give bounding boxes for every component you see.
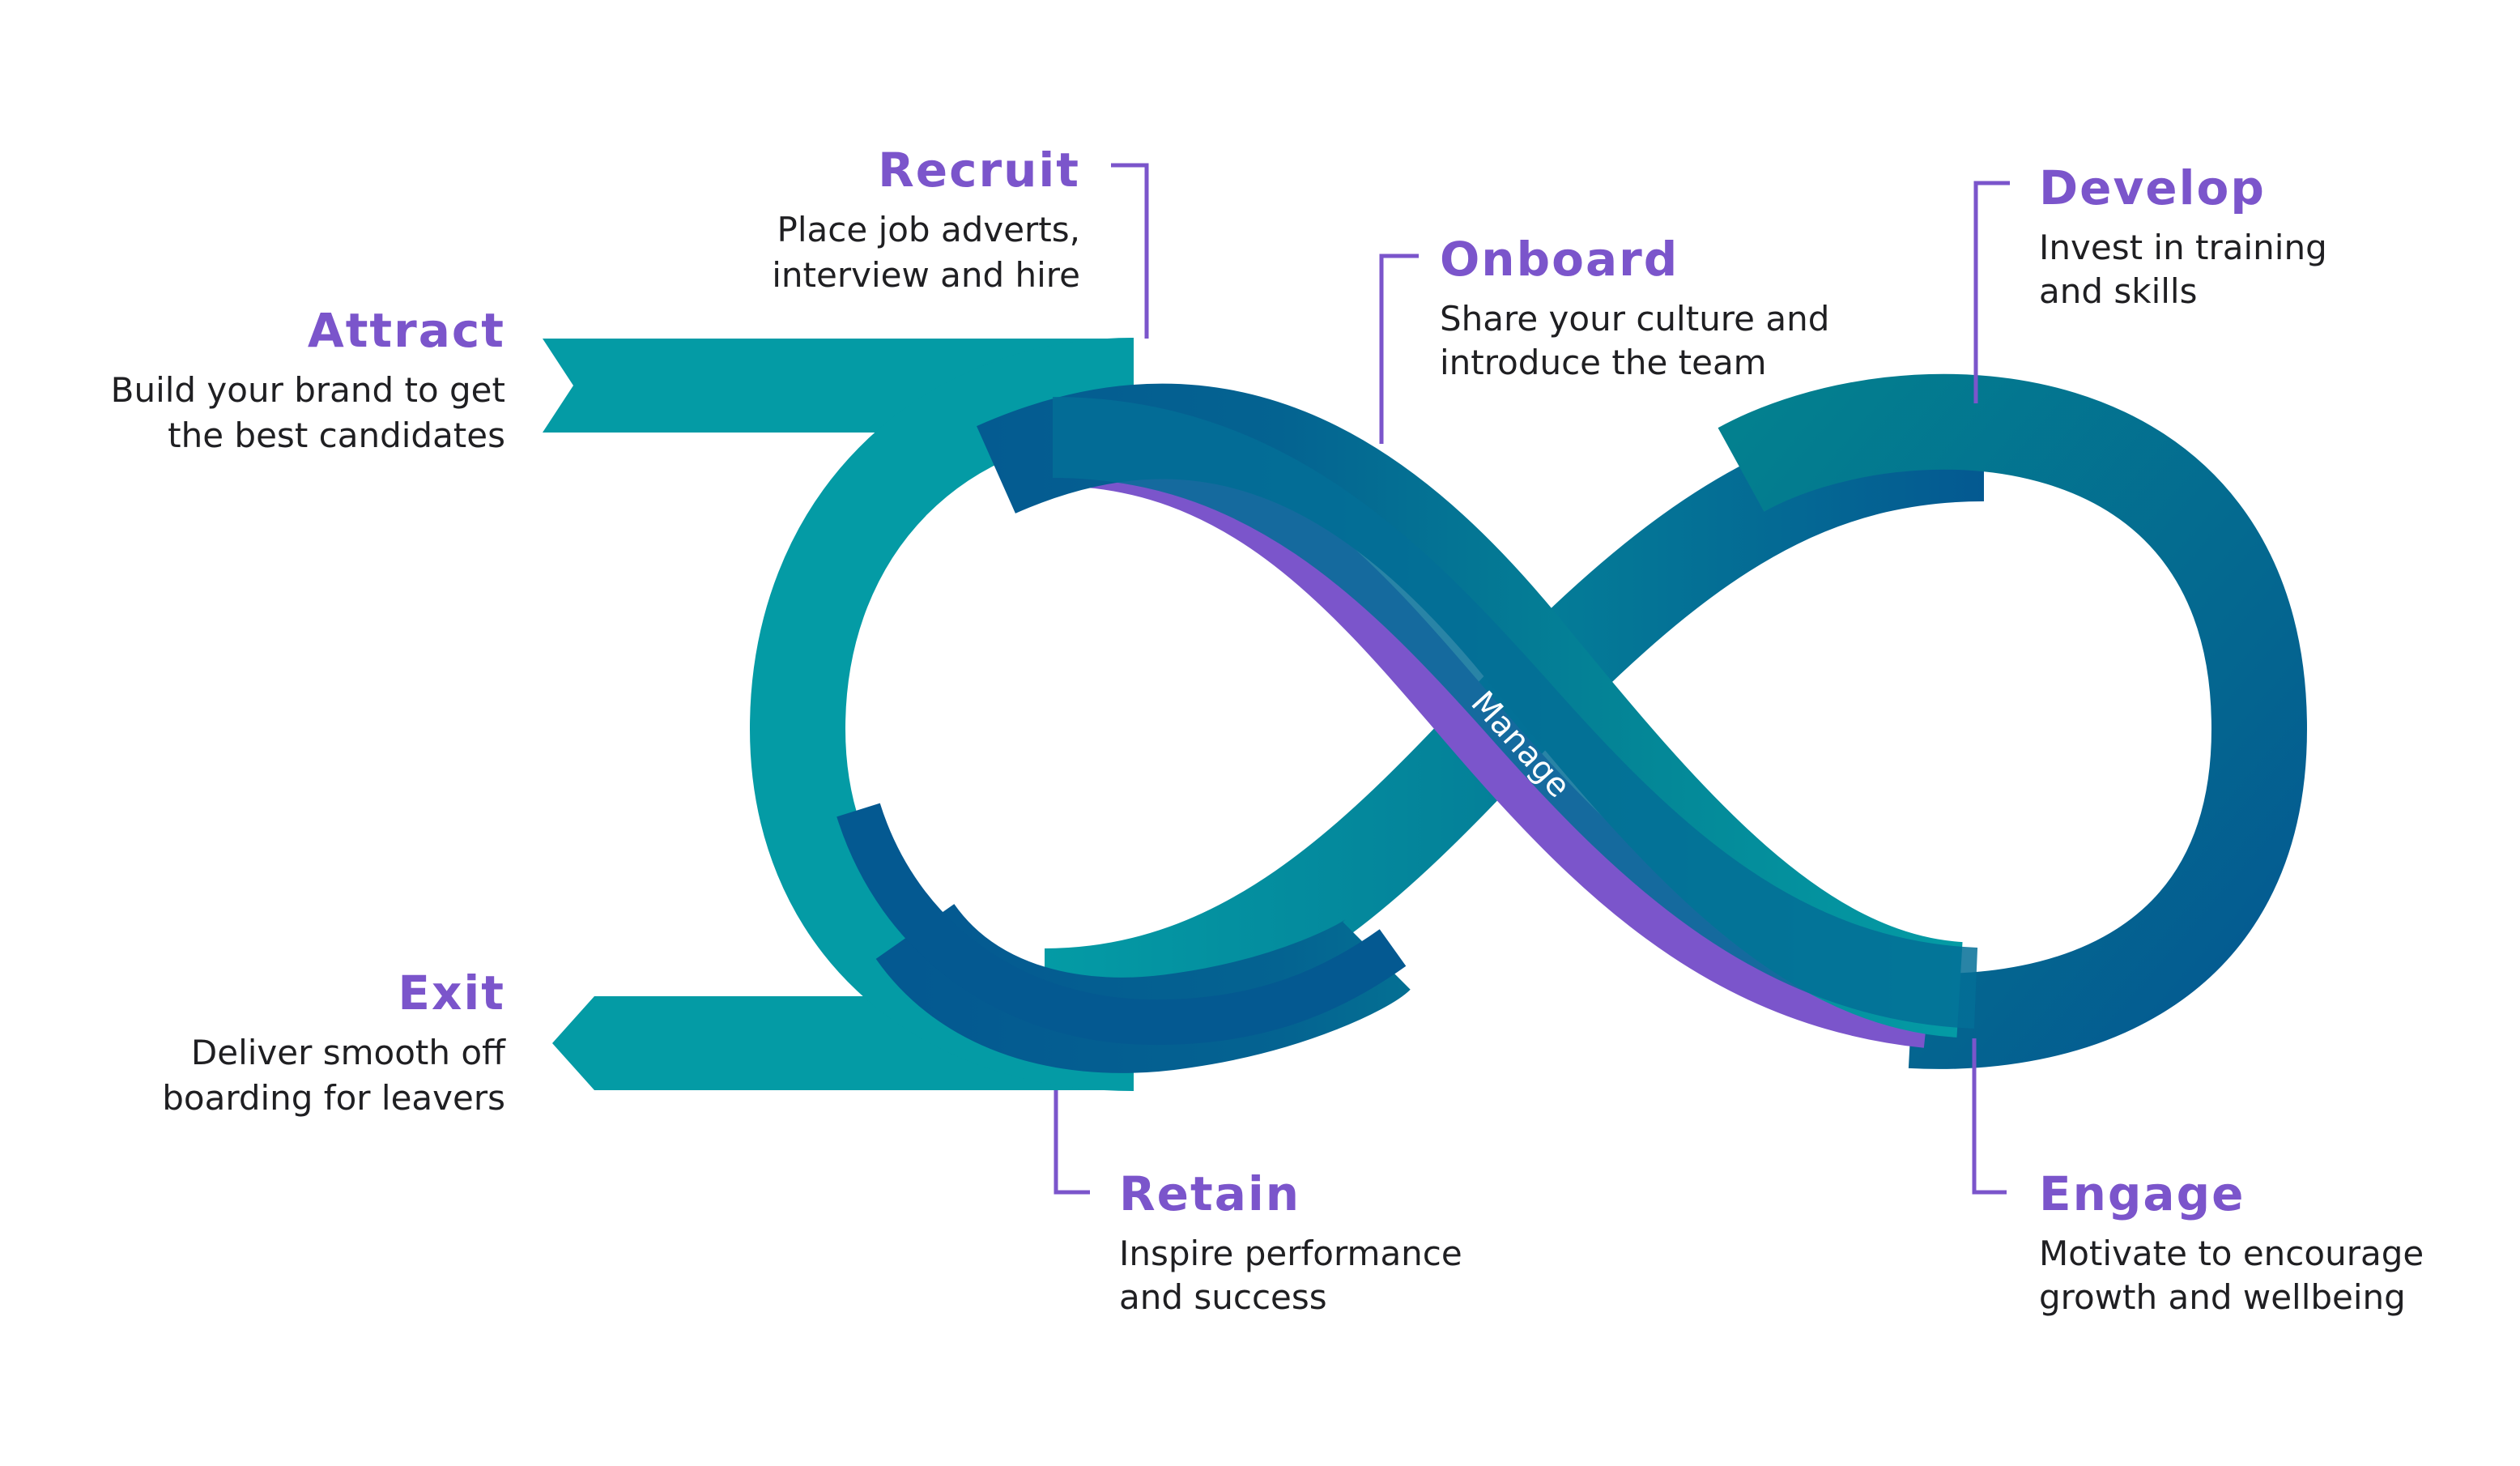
stage-engage: Engage Motivate to encourage growth and … <box>2039 1166 2424 1317</box>
onboard-title: Onboard <box>1440 232 1679 287</box>
front-crossing-band <box>1052 397 1978 1029</box>
onboard-desc-line1: Share your culture and <box>1440 299 1829 339</box>
attract-desc-line2: the best candidates <box>168 416 505 455</box>
stage-exit: Exit Deliver smooth off boarding for lea… <box>162 965 506 1118</box>
engage-desc-line2: growth and wellbeing <box>2039 1277 2406 1317</box>
stage-retain: Retain Inspire performance and success <box>1119 1166 1462 1317</box>
recruit-connector <box>1111 163 1149 339</box>
stage-onboard: Onboard Share your culture and introduce… <box>1440 232 1829 382</box>
onboard-connector <box>1379 254 1419 444</box>
connector-lines <box>1054 163 2010 1195</box>
left-loop-inner-shade <box>836 803 1407 1046</box>
retain-desc-line2: and success <box>1119 1277 1327 1317</box>
retain-desc-line1: Inspire performance <box>1119 1234 1462 1273</box>
engage-title: Engage <box>2039 1166 2245 1221</box>
right-loop-band <box>1718 373 2308 1069</box>
stage-develop: Develop Invest in training and skills <box>2039 160 2327 311</box>
exit-desc-line2: boarding for leavers <box>162 1078 505 1118</box>
retain-connector <box>1054 1090 1090 1195</box>
develop-connector <box>1973 181 2010 403</box>
engage-connector <box>1972 1038 2007 1195</box>
attract-title: Attract <box>308 303 505 358</box>
onboard-desc-line2: introduce the team <box>1440 343 1767 382</box>
develop-desc-line1: Invest in training <box>2039 228 2327 267</box>
engage-desc-line1: Motivate to encourage <box>2039 1234 2424 1273</box>
recruit-desc-line1: Place job adverts, <box>777 210 1080 249</box>
stage-recruit: Recruit Place job adverts, interview and… <box>772 143 1080 295</box>
exit-desc-line1: Deliver smooth off <box>191 1033 506 1072</box>
recruit-title: Recruit <box>878 143 1080 198</box>
exit-title: Exit <box>398 965 505 1021</box>
recruit-desc-line2: interview and hire <box>772 255 1080 295</box>
attract-desc-line1: Build your brand to get <box>111 370 505 410</box>
stage-attract: Attract Build your brand to get the best… <box>111 303 505 455</box>
develop-title: Develop <box>2039 160 2266 215</box>
retain-title: Retain <box>1119 1166 1300 1221</box>
develop-desc-line2: and skills <box>2039 271 2197 311</box>
